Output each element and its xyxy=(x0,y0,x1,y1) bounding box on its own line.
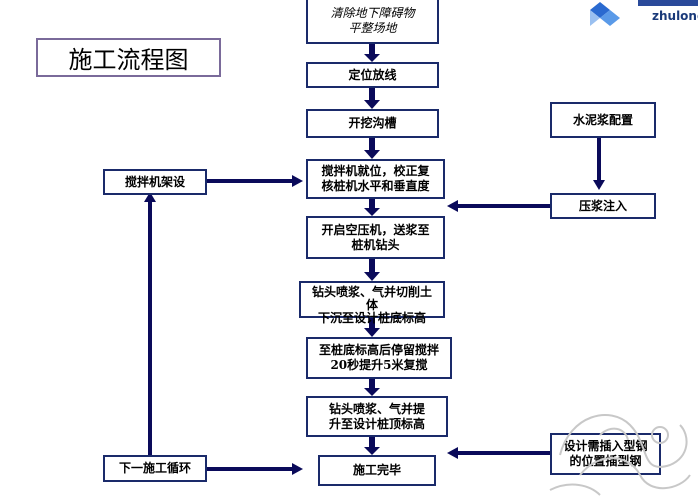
step-drill-cutting: 钻头喷浆、气并切削土 体 下沉至设计桩底标高 xyxy=(299,281,445,325)
step-positioning: 定位放线 xyxy=(306,62,439,88)
box-mixer-setup-label: 搅拌机架设 xyxy=(124,174,185,189)
box-cement-prep: 水泥浆配置 xyxy=(550,102,656,138)
step-lift-to-top-line2: 升至设计桩顶标高 xyxy=(328,416,425,431)
arrow-s8-s9 xyxy=(364,437,380,455)
dragon-watermark xyxy=(549,414,691,496)
step-clear-obstacles-line2: 平整场地 xyxy=(348,21,397,35)
step-drill-cutting-line2: 体 xyxy=(365,298,378,312)
arrow-s7-s8 xyxy=(364,379,380,396)
step-stay-mixing: 至桩底标高后停留搅拌 20秒提升5米复搅 xyxy=(306,337,452,379)
step-complete: 施工完毕 xyxy=(318,455,436,486)
box-grouting-label: 压浆注入 xyxy=(578,198,627,213)
arrow-s4-s5 xyxy=(364,199,380,216)
box-steel-insert: 设计需插入型钢 的位置插型钢 xyxy=(550,433,661,475)
step-mixer-positioning-line1: 搅拌机就位，校正复 xyxy=(321,164,430,178)
arrow-s1-s2 xyxy=(364,44,380,62)
page-title: 施工流程图 xyxy=(36,38,221,77)
box-next-cycle: 下一施工循环 xyxy=(103,455,207,482)
step-air-compressor: 开启空压机，送浆至 桩机钻头 xyxy=(306,216,445,259)
arrow-s2-s3 xyxy=(364,88,380,109)
step-lift-to-top-line1: 钻头喷浆、气并提 xyxy=(328,401,425,416)
arrow-s6-s7 xyxy=(364,318,380,337)
step-clear-obstacles: 清除地下障碍物 平整场地 xyxy=(306,0,439,44)
step-drill-cutting-line1: 钻头喷浆、气并切削土 xyxy=(311,285,432,299)
box-cement-prep-label: 水泥浆配置 xyxy=(572,112,633,127)
arrow-s5-s6 xyxy=(364,259,380,281)
logo-text: zhulong xyxy=(652,9,698,23)
zhulong-logo xyxy=(590,0,698,26)
step-air-compressor-line2: 桩机钻头 xyxy=(351,237,400,252)
step-trenching-label: 开挖沟槽 xyxy=(348,116,397,130)
step-trenching: 开挖沟槽 xyxy=(306,109,439,138)
arrow-s3-s4 xyxy=(364,138,380,159)
step-stay-mixing-line1: 至桩底标高后停留搅拌 xyxy=(318,343,439,357)
box-mixer-setup: 搅拌机架设 xyxy=(103,169,207,195)
box-steel-insert-line1: 设计需插入型钢 xyxy=(563,439,648,453)
step-positioning-label: 定位放线 xyxy=(348,67,397,82)
step-mixer-positioning: 搅拌机就位，校正复 核桩机水平和垂直度 xyxy=(306,159,445,199)
box-grouting: 压浆注入 xyxy=(550,193,656,219)
box-steel-insert-line2: 的位置插型钢 xyxy=(569,454,642,468)
step-drill-cutting-line3: 下沉至设计桩底标高 xyxy=(317,311,426,325)
step-mixer-positioning-line2: 核桩机水平和垂直度 xyxy=(321,179,430,193)
step-complete-label: 施工完毕 xyxy=(352,463,401,477)
step-clear-obstacles-line1: 清除地下障碍物 xyxy=(330,6,415,20)
box-next-cycle-label: 下一施工循环 xyxy=(118,461,191,475)
step-air-compressor-line1: 开启空压机，送浆至 xyxy=(321,222,430,237)
step-lift-to-top: 钻头喷浆、气并提 升至设计桩顶标高 xyxy=(306,396,448,437)
step-stay-mixing-line2: 20秒提升5米复搅 xyxy=(330,358,428,372)
